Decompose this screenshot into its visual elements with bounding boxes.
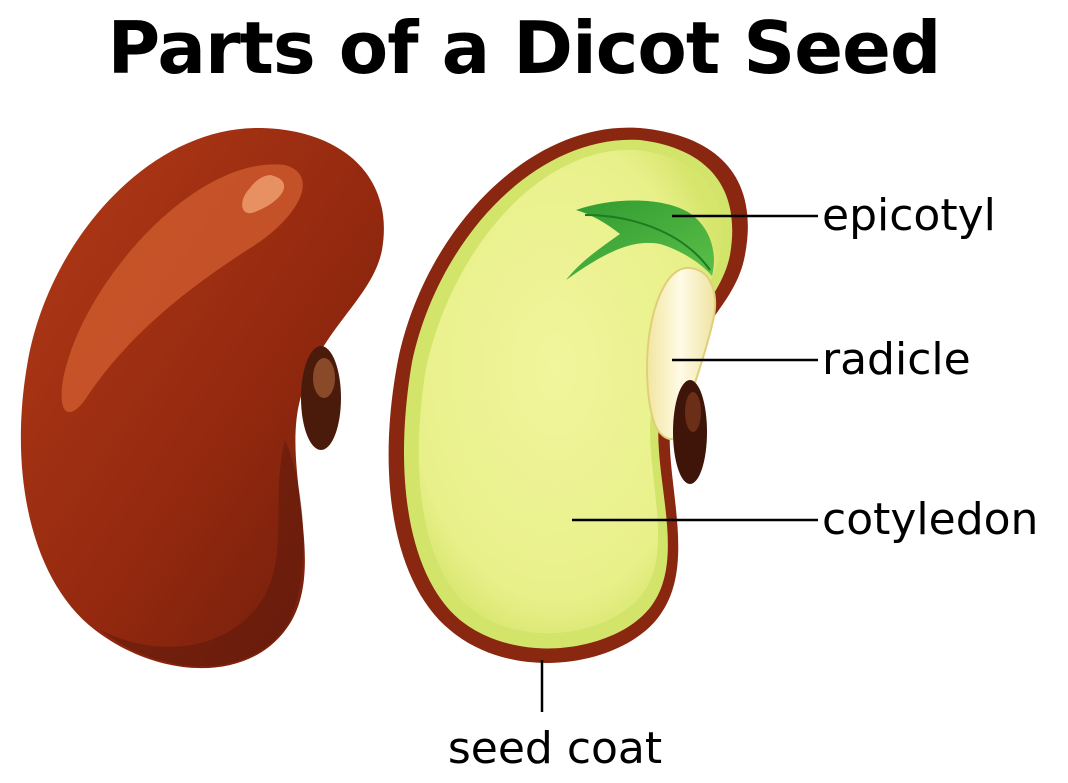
section-seed-hilum-inner	[685, 392, 701, 432]
seed-coat-label: seed coat	[448, 723, 662, 774]
cotyledon-label: cotyledon	[822, 494, 1038, 545]
whole-seed-highlight-small	[242, 175, 285, 214]
whole-seed	[20, 127, 384, 669]
section-seed	[388, 127, 748, 663]
cotyledon	[418, 149, 722, 634]
epicotyl	[566, 200, 714, 280]
page-title: Parts of a Dicot Seed	[107, 6, 942, 90]
epicotyl-vein	[584, 214, 711, 271]
epicotyl-label: epicotyl	[822, 190, 996, 241]
whole-seed-shadow	[100, 440, 304, 667]
radicle-label: radicle	[822, 334, 971, 385]
whole-seed-hilum-inner	[313, 358, 335, 398]
radicle	[646, 266, 716, 440]
whole-seed-highlight	[61, 164, 303, 413]
